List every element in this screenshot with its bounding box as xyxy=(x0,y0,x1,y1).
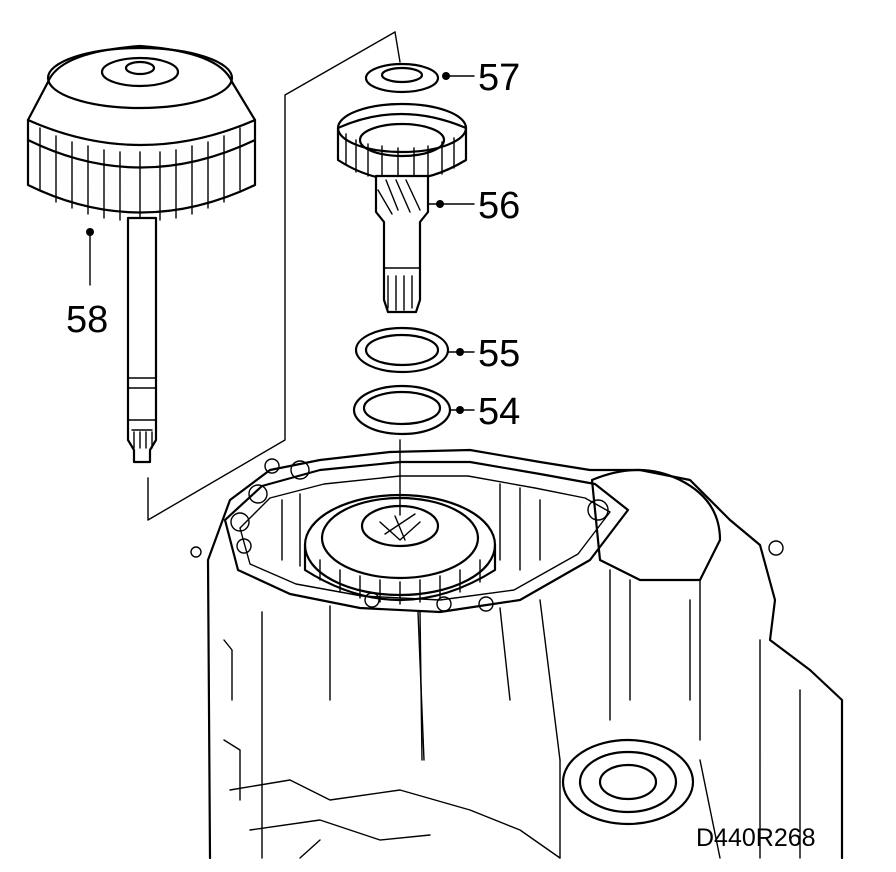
callout-56: 56 xyxy=(478,185,520,227)
callout-54: 54 xyxy=(478,391,520,433)
thrust-washer-illustration xyxy=(364,62,475,94)
clutch-drum-shaft-illustration xyxy=(26,44,257,464)
callout-57: 57 xyxy=(478,57,520,99)
exploded-bracket-lines xyxy=(147,31,401,521)
figure-code: D440R268 xyxy=(696,824,816,852)
callout-58: 58 xyxy=(66,299,108,341)
seal-ring-illustration xyxy=(354,326,475,374)
gear-shaft-illustration xyxy=(336,102,475,314)
callout-55: 55 xyxy=(478,333,520,375)
seal-ring-illustration xyxy=(352,384,475,436)
transmission-housing-illustration xyxy=(190,439,844,860)
